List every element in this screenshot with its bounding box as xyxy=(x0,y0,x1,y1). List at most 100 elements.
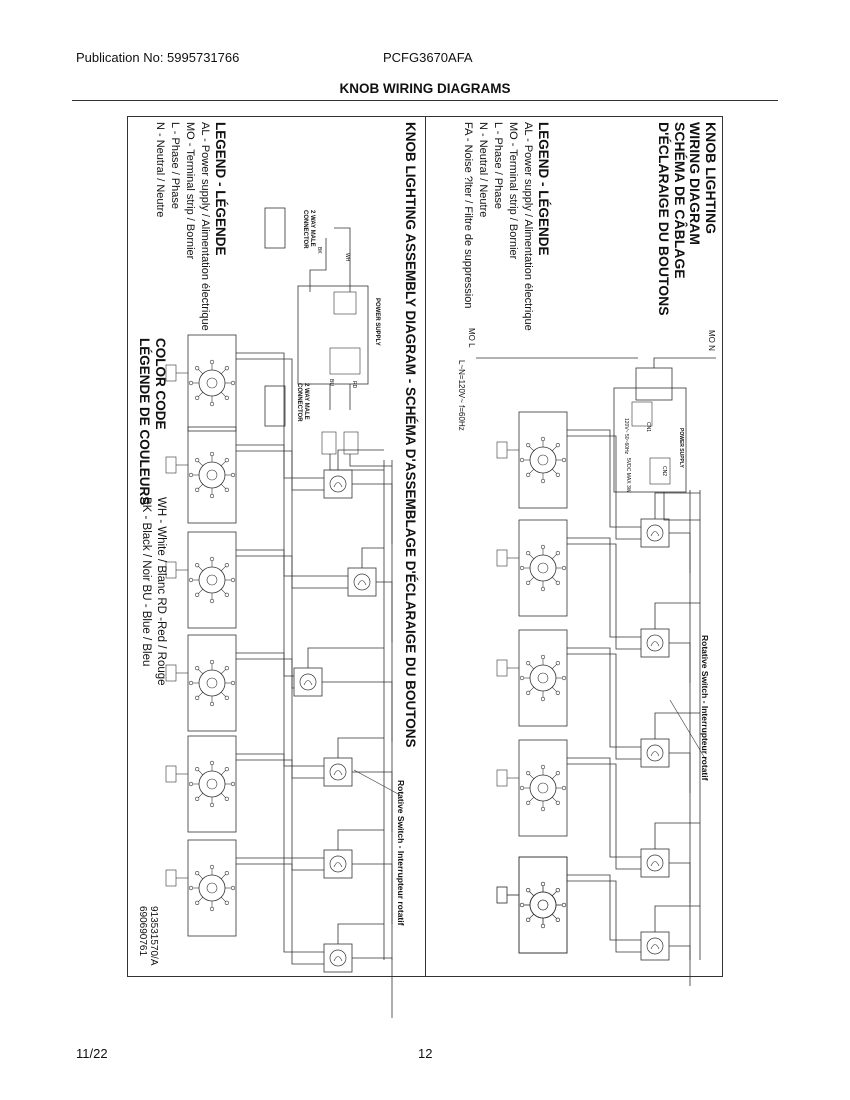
right-wire-a xyxy=(567,757,641,858)
wire-wh-label: WH xyxy=(344,253,350,262)
right-mains-n-wire xyxy=(653,357,716,368)
left-feed-2 xyxy=(349,454,392,467)
right-knob-2-terminal xyxy=(555,580,560,585)
left-panel-title: KNOB LIGHTING ASSEMBLY DIAGRAM - SCHÉMA … xyxy=(403,122,418,748)
left-knob-1-terminal xyxy=(230,380,236,386)
left-inline-connector xyxy=(321,431,337,455)
right-wire-b xyxy=(567,763,641,870)
left-knob-3-terminal xyxy=(188,577,194,583)
left-knob-1-terminal xyxy=(224,366,229,371)
right-wire-c xyxy=(669,532,691,573)
left-knob-2-terminal xyxy=(195,487,200,492)
left-knob-1-terminal xyxy=(195,366,200,371)
left-knob-4-rotary-switch xyxy=(198,669,226,697)
left-knob-2-rotary-switch xyxy=(198,461,226,489)
right-knob-4-rotary-hub xyxy=(537,782,549,794)
left-knob-4-terminal xyxy=(224,666,229,671)
left-ps-cn1 xyxy=(333,291,357,315)
color-code-line-1: WH - White / Blanc RD -Red / Rouge xyxy=(155,497,167,686)
right-legend-title: LEGEND - LÉGENDE xyxy=(536,122,551,256)
wire-bu-label: BU xyxy=(328,379,334,386)
right-knob-1-rotary-switch xyxy=(529,446,557,474)
right-wire-c xyxy=(669,945,691,986)
right-knob-3-terminal xyxy=(519,675,525,681)
document-number: 913531570/A 690690761 xyxy=(137,906,159,966)
right-ps-cn1: CN1 xyxy=(645,422,651,433)
left-led-2-led-ring xyxy=(353,573,371,591)
left-knob-4-terminal xyxy=(188,680,194,686)
right-knob-1-terminal xyxy=(555,443,560,448)
left-rotative-switch-label: Rotative Switch - Interrupteur rotatif xyxy=(396,780,406,926)
left-knob-6-terminal xyxy=(209,906,215,912)
right-knob-6-terminal xyxy=(540,881,546,887)
right-legend-item: MO - Terminal strip / Bornier xyxy=(507,122,519,260)
left-knob-1-rotary-switch xyxy=(198,369,226,397)
right-ps-connector-cn2 xyxy=(649,457,671,485)
left-knob-6-terminal xyxy=(195,900,200,905)
right-knob-6-rotary-hub xyxy=(537,899,549,911)
left-knob-6-terminal xyxy=(230,885,236,891)
right-wire-b xyxy=(567,543,641,650)
wire-bk-label: BK xyxy=(316,247,322,254)
right-knob-2-terminal xyxy=(519,565,525,571)
left-knob-1-rotary-hub xyxy=(206,377,218,389)
left-knob-4-terminal xyxy=(209,659,215,665)
left-knob-6-terminal xyxy=(195,871,200,876)
right-knob-4-terminal xyxy=(555,800,560,805)
left-knob-2-rotary-hub xyxy=(206,469,218,481)
left-wire-a xyxy=(236,549,294,677)
right-wire-a xyxy=(567,429,641,528)
right-knob-3-knob-frame xyxy=(518,629,568,727)
left-led-3-led-module xyxy=(293,667,323,697)
mo-l-label: MO L xyxy=(467,328,476,348)
left-knob-2-terminal xyxy=(188,472,194,478)
right-noise-filter xyxy=(635,367,673,401)
doc-number-1: 913531570/A xyxy=(148,906,159,966)
left-led-1-led-symbol xyxy=(333,482,343,488)
left-knob-6-terminal xyxy=(224,871,229,876)
left-led-2-led-symbol xyxy=(357,580,367,586)
right-led-2-led-module xyxy=(640,628,670,658)
right-ps-output: 5VDC MAX 3W xyxy=(625,458,631,493)
left-led-1-led-ring xyxy=(329,475,347,493)
left-knob-4-terminal xyxy=(230,680,236,686)
right-knob-3-terminal xyxy=(540,696,546,702)
right-title-line-2: WIRING DIAGRAM xyxy=(687,122,704,245)
right-knob-1-terminal xyxy=(526,443,531,448)
doc-number-2: 690690761 xyxy=(137,906,148,957)
right-knob-2-rotary-hub xyxy=(537,562,549,574)
left-knob-3-terminal xyxy=(224,563,229,568)
right-led-1-led-symbol xyxy=(650,531,660,537)
left-knob-6-terminal xyxy=(188,885,194,891)
left-knob-3-knob-frame xyxy=(187,531,237,629)
right-wire-c xyxy=(669,642,691,683)
right-knob-2-terminal xyxy=(561,565,567,571)
right-led-2-led-ring xyxy=(646,634,664,652)
right-wire-d xyxy=(654,905,700,932)
right-knob-6-terminal xyxy=(540,923,546,929)
left-knob-1-terminal xyxy=(195,395,200,400)
right-knob-3-terminal xyxy=(540,654,546,660)
right-knob-2-knob-frame xyxy=(518,519,568,617)
color-code-title: COLOR CODE LÉGENDE DE COULEURS xyxy=(136,338,168,505)
left-knob-5-rotary-hub xyxy=(206,778,218,790)
right-knob-6-terminal xyxy=(526,917,531,922)
right-power-supply-label: POWER SUPPLY xyxy=(678,428,684,468)
left-wire-b xyxy=(236,759,324,871)
model-number: PCFG3670AFA xyxy=(383,50,473,65)
left-led-2-led-module xyxy=(347,567,377,597)
right-led-3-led-ring xyxy=(646,744,664,762)
left-wire-a xyxy=(236,352,324,479)
left-led-6-led-module xyxy=(323,943,353,973)
right-knob-6-terminal xyxy=(526,888,531,893)
right-legend: LEGEND - LÉGENDE AL - Power supply / Ali… xyxy=(460,122,551,331)
right-knob-4-knob-frame xyxy=(518,739,568,837)
right-wire-c xyxy=(669,752,691,793)
left-legend: LEGEND - LÉGENDE AL - Power supply / Ali… xyxy=(152,122,228,331)
right-knob-6-terminal xyxy=(519,902,525,908)
right-knob-4-terminal-block xyxy=(496,769,508,787)
left-connector-1 xyxy=(264,207,286,249)
left-wire-c xyxy=(352,483,393,544)
color-code-title-en: COLOR CODE xyxy=(153,338,168,430)
